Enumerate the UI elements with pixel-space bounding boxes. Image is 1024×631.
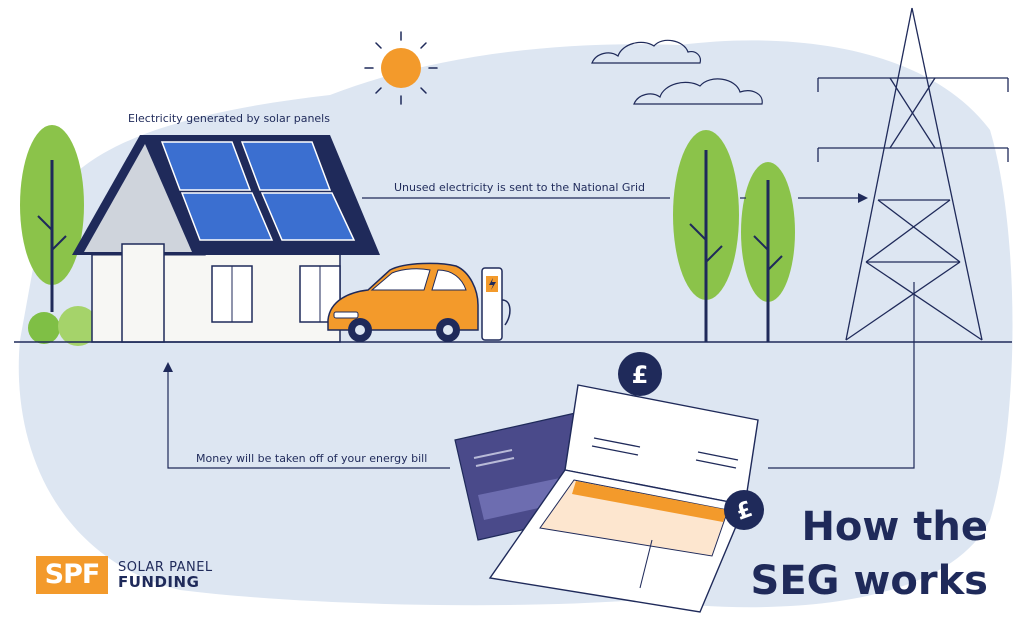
solar-panels	[160, 141, 356, 241]
page-title: How the SEG works	[751, 500, 988, 608]
cloud-icon	[633, 78, 763, 105]
svg-text:£: £	[632, 361, 649, 389]
sun-icon	[364, 31, 438, 105]
logo-text: SOLAR PANEL FUNDING	[118, 560, 213, 591]
tree-icon	[741, 162, 795, 342]
tree-icon	[673, 130, 739, 342]
electric-car	[327, 262, 479, 342]
label-money-off-bill: Money will be taken off of your energy b…	[196, 452, 428, 465]
logo: SPF SOLAR PANEL FUNDING	[36, 556, 213, 594]
electricity-pylon-icon	[817, 7, 1009, 341]
logo-mark: SPF	[36, 556, 108, 594]
arrow-head-icon	[858, 193, 868, 203]
label-unused-electricity: Unused electricity is sent to the Nation…	[394, 181, 645, 194]
arrow-head-icon	[163, 362, 173, 372]
title-line-2: SEG works	[750, 558, 988, 604]
money-arrow	[167, 282, 915, 469]
label-generated: Electricity generated by solar panels	[128, 112, 330, 125]
bush-icon	[28, 306, 98, 346]
title-line-1: How the	[801, 504, 988, 550]
ev-charger-icon	[481, 267, 511, 341]
pound-coin-icon: £	[618, 352, 662, 396]
energy-bill-icon	[488, 384, 759, 613]
pound-coin-icon: £	[724, 490, 764, 530]
house-illustration	[72, 135, 380, 343]
cloud-icon	[591, 39, 701, 64]
tree-icon	[20, 125, 84, 312]
logo-line-2: FUNDING	[118, 573, 200, 591]
logo-line-1: SOLAR PANEL	[118, 560, 213, 575]
